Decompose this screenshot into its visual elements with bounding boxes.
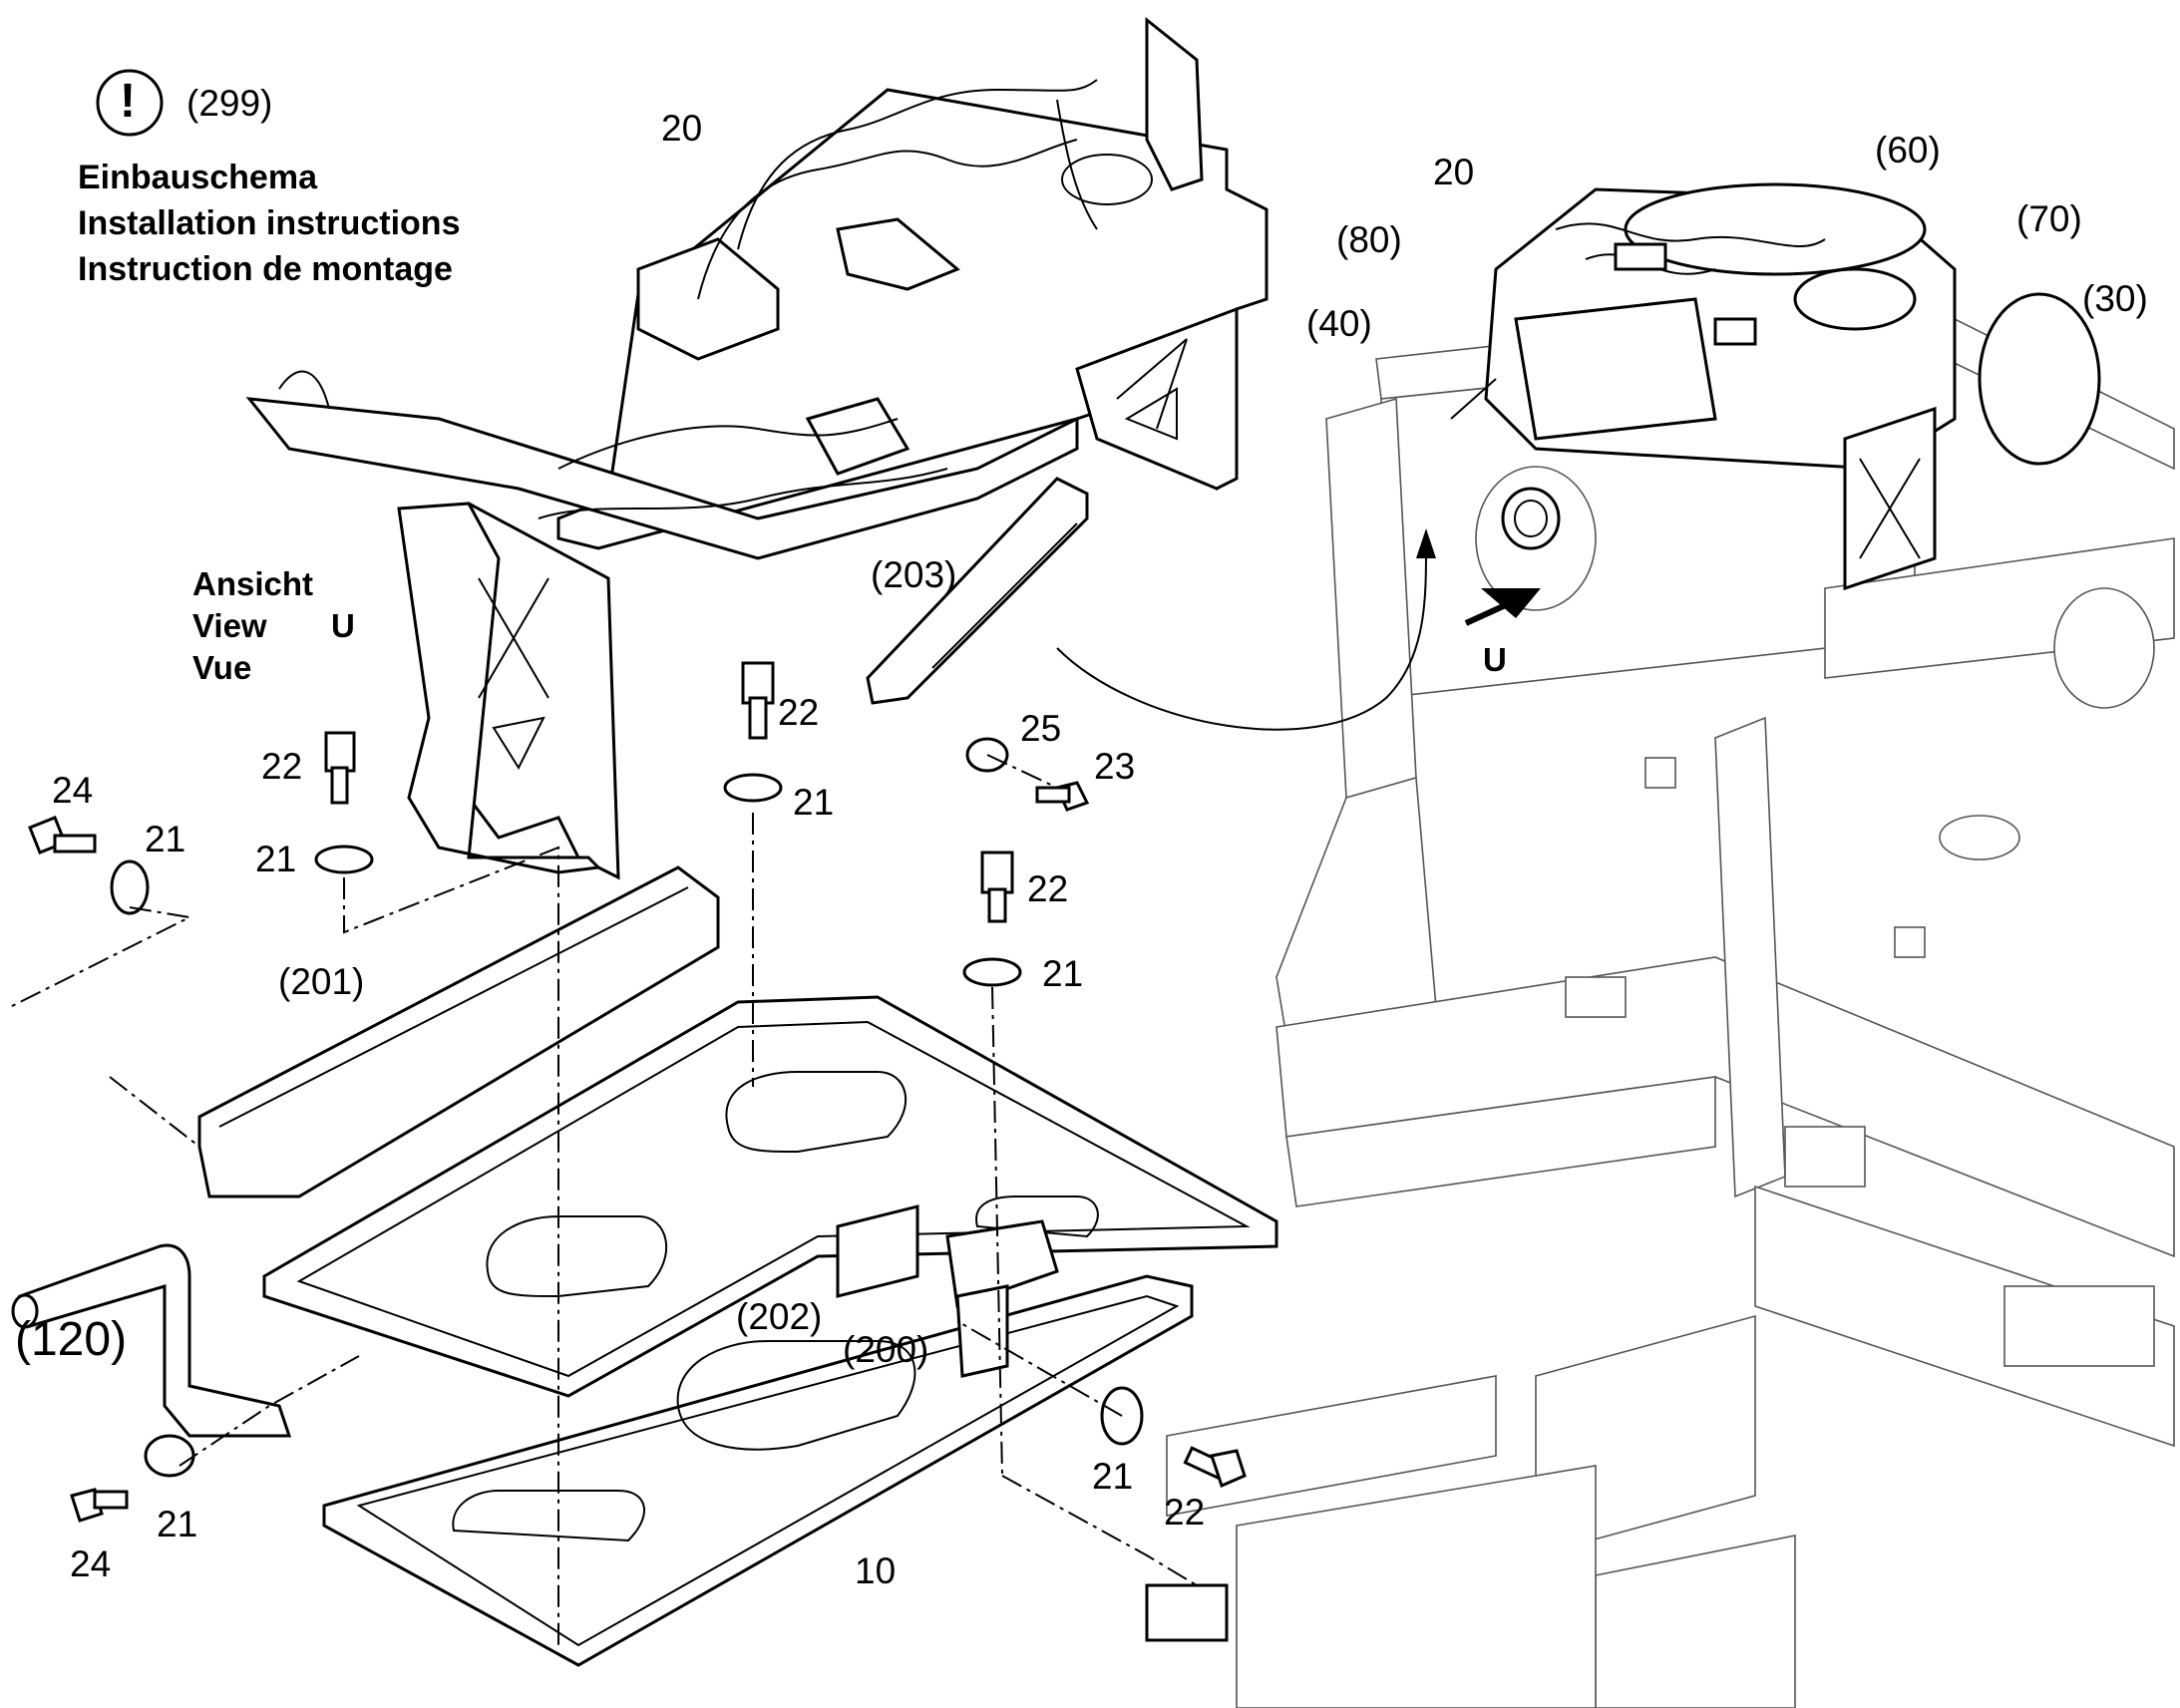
callout-21-d: 21 bbox=[1042, 953, 1084, 994]
callout-60: (60) bbox=[1875, 130, 1941, 171]
callout-25: 25 bbox=[1020, 708, 1062, 749]
view-u-arrow bbox=[1056, 528, 1541, 731]
callout-30: (30) bbox=[2082, 278, 2148, 319]
callout-200: (200) bbox=[843, 1329, 929, 1370]
tray-assembly-10 bbox=[11, 477, 1278, 1667]
callout-201: (201) bbox=[278, 961, 365, 1002]
caution-circle bbox=[96, 69, 164, 137]
assembly-lines bbox=[9, 754, 1198, 1645]
callout-80: (80) bbox=[1336, 219, 1402, 260]
callout-22-c: 22 bbox=[1027, 868, 1069, 909]
callout-23: 23 bbox=[1094, 746, 1136, 787]
callout-40: (40) bbox=[1306, 303, 1372, 344]
header-line-en: Installation instructions bbox=[78, 204, 461, 242]
callout-21-a: 21 bbox=[793, 782, 835, 823]
callout-202: (202) bbox=[736, 1296, 823, 1337]
installed-exhaust-assembly bbox=[1450, 182, 2101, 591]
installation-header: Einbauschema Installation instructions I… bbox=[78, 155, 460, 292]
callout-70: (70) bbox=[2016, 198, 2082, 239]
hardware bbox=[28, 661, 1247, 1642]
view-arrow-letter: U bbox=[1483, 641, 1507, 678]
view-label-letter: U bbox=[331, 607, 355, 644]
caution-symbol: ! bbox=[120, 75, 136, 128]
view-label: Ansicht View Vue bbox=[192, 563, 313, 689]
callout-24-b: 24 bbox=[70, 1543, 112, 1584]
callout-203: (203) bbox=[871, 554, 957, 595]
callout-21-b: 21 bbox=[255, 839, 297, 879]
view-line-fr: Vue bbox=[192, 649, 252, 686]
callout-21-c: 21 bbox=[145, 819, 186, 859]
callout-120: (120) bbox=[15, 1313, 128, 1366]
callout-20-right: 20 bbox=[1433, 152, 1475, 192]
callout-21-e: 21 bbox=[1092, 1456, 1134, 1497]
machine-frame bbox=[1166, 298, 2175, 1708]
header-line-fr: Instruction de montage bbox=[78, 250, 453, 288]
view-line-en: View bbox=[192, 607, 267, 644]
callout-20-top: 20 bbox=[661, 108, 703, 149]
callout-24-a: 24 bbox=[52, 770, 94, 811]
caution-ref-label: (299) bbox=[186, 83, 273, 124]
callout-22-d: 22 bbox=[1164, 1492, 1206, 1533]
callout-21-f: 21 bbox=[157, 1504, 198, 1544]
view-line-de: Ansicht bbox=[192, 565, 314, 602]
callout-10: 10 bbox=[855, 1550, 897, 1591]
main-bracket-20 bbox=[245, 16, 1269, 880]
header-line-de: Einbauschema bbox=[78, 159, 317, 196]
callout-22-a: 22 bbox=[778, 692, 820, 733]
callout-22-b: 22 bbox=[261, 746, 303, 787]
